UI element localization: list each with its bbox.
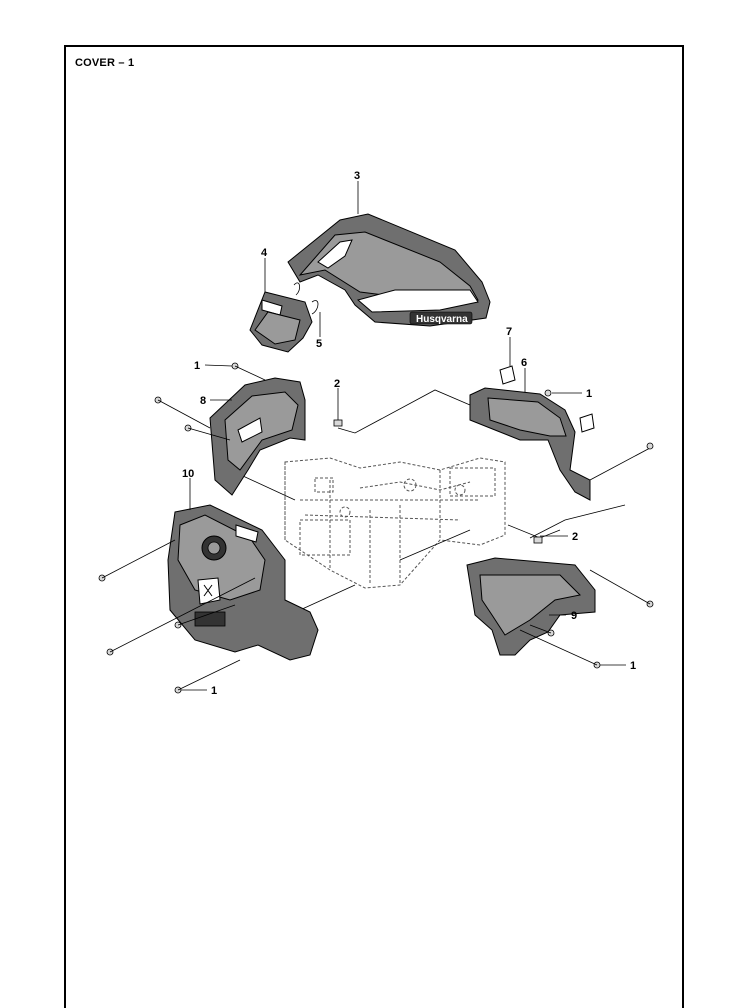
part-10-front-bumper xyxy=(167,504,319,661)
callout-10: 10 xyxy=(182,468,194,480)
callout-labels: 3 4 5 1 2 8 7 6 1 10 2 9 1 1 xyxy=(182,170,636,697)
callout-4: 4 xyxy=(261,247,268,259)
right-clip xyxy=(579,413,595,433)
callout-2-right: 2 xyxy=(572,531,578,543)
chassis-frame xyxy=(284,457,506,589)
fastener-leaders xyxy=(101,365,651,691)
callout-3: 3 xyxy=(354,170,360,182)
callout-1-right-bottom: 1 xyxy=(630,660,636,672)
callout-1-left-top: 1 xyxy=(194,360,200,372)
callout-7: 7 xyxy=(506,326,512,338)
brand-logo-plate xyxy=(409,311,473,325)
part-8-left-side-panel xyxy=(209,377,306,496)
part-3-hood: Husqvarna xyxy=(287,213,491,327)
part-6-right-side-panel xyxy=(469,387,591,501)
part-4-hood-flap xyxy=(249,291,313,353)
callout-9: 9 xyxy=(571,610,577,622)
page-title: COVER – 1 xyxy=(75,57,135,69)
part-5-spring-clips xyxy=(293,282,319,315)
brand-logo-text: Husqvarna xyxy=(416,314,468,325)
page-frame xyxy=(64,45,684,1008)
callout-5: 5 xyxy=(316,338,322,350)
callout-leaders xyxy=(181,181,626,691)
callout-8: 8 xyxy=(200,395,206,407)
part-9-right-lower-panel xyxy=(466,557,596,656)
callout-1-left-bottom: 1 xyxy=(211,685,217,697)
callout-6: 6 xyxy=(521,357,527,369)
part-7-clip xyxy=(499,365,516,385)
callout-2-left: 2 xyxy=(334,378,340,390)
callout-1-right-top: 1 xyxy=(586,388,592,400)
